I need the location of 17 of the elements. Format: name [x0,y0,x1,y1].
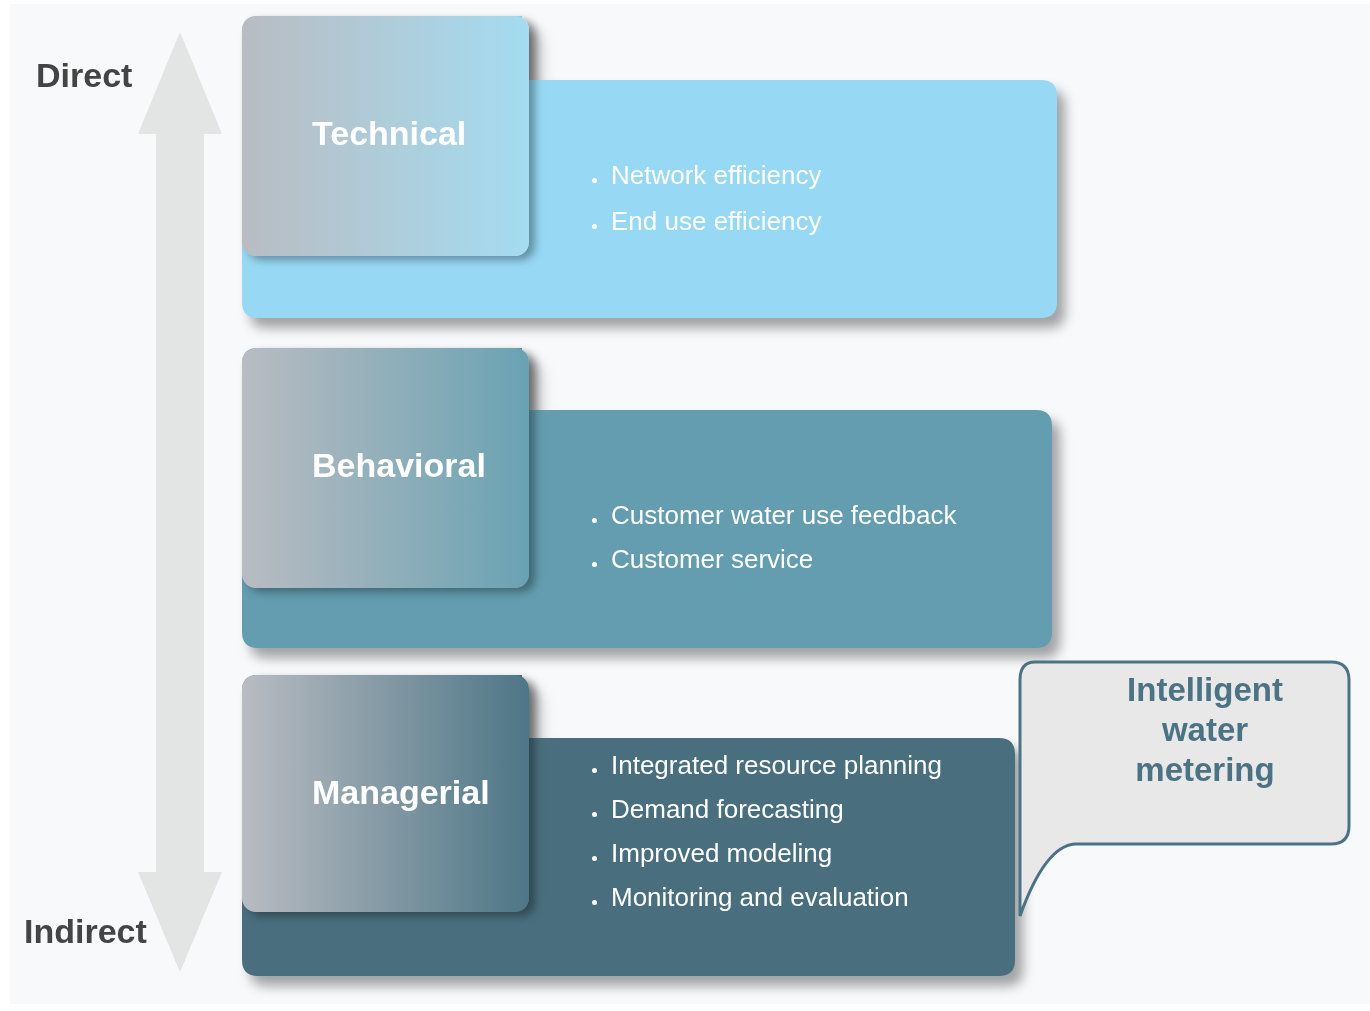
bullet-item: End use efficiency [611,206,822,237]
bullet-item: Customer service [611,544,814,575]
category-tab [242,675,529,912]
bullet-item: Monitoring and evaluation [611,882,909,913]
axis-label: Direct [36,56,133,95]
bullet-item: Customer water use feedback [611,500,957,531]
bullet-item: Network efficiency [611,160,822,191]
category-title: Behavioral [312,446,486,485]
category-tab [242,16,529,256]
category-title: Technical [312,114,467,153]
category-tab [242,348,529,588]
category-title: Managerial [312,773,490,812]
bullet-item: Demand forecasting [611,794,844,825]
callout-text: Intelligent water metering [1126,670,1284,790]
bullet-item: Improved modeling [611,838,833,869]
axis-label: Indirect [24,912,147,951]
bullet-item: Integrated resource planning [611,750,942,781]
